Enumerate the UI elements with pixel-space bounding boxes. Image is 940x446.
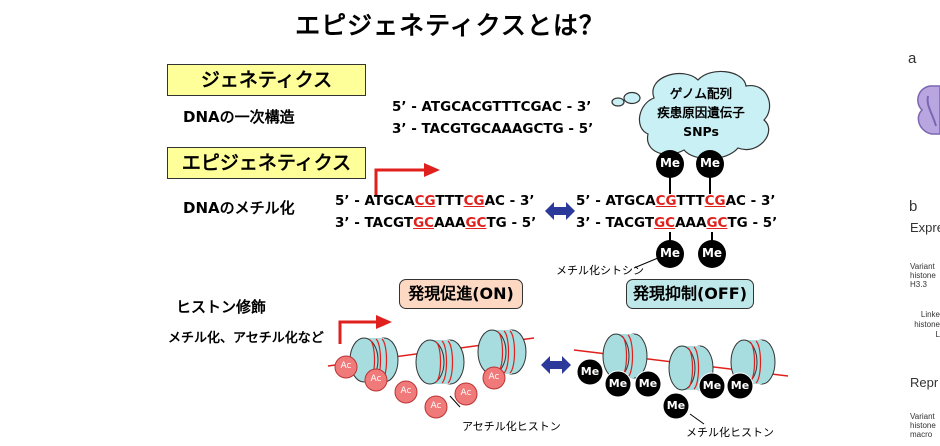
me-label: Me bbox=[702, 379, 722, 392]
methylated-seq-top: 5’ - ATGCACGTTTCGAC - 3’ bbox=[576, 193, 775, 209]
genetics-box: ジェネティクス bbox=[167, 64, 366, 96]
seq-part: AAA bbox=[434, 215, 466, 231]
acetylated-chromatin bbox=[327, 315, 535, 419]
seq-part: 5’ - ATGCA bbox=[576, 193, 656, 209]
seq-part: TG - 5’ bbox=[727, 215, 778, 231]
cpg-site: GC bbox=[413, 215, 435, 231]
double-arrow-icon bbox=[541, 356, 571, 374]
dna-methylation-label: DNAのメチル化 bbox=[183, 199, 295, 217]
histone-modification-label: ヒストン修飾 bbox=[176, 298, 267, 316]
variant-histone-label: Variant histone H3.3 bbox=[910, 262, 936, 289]
dna-methyl-groups bbox=[656, 150, 726, 268]
acetylated-histone-label: アセチル化ヒストン bbox=[462, 420, 561, 433]
double-arrow-icon bbox=[545, 202, 575, 220]
methylated-histone-label: メチル化ヒストン bbox=[686, 426, 774, 439]
cpg-site: CG bbox=[655, 193, 677, 209]
genome-cloud bbox=[611, 70, 771, 160]
unmethylated-seq-bottom: 3’ - TACGTGCAAAGCTG - 5’ bbox=[335, 215, 536, 231]
variant-histone-macro-label: Variant histone macro bbox=[910, 412, 936, 439]
cpg-site: GC bbox=[654, 215, 676, 231]
unmethylated-seq-top: 5’ - ATGCACGTTTCGAC - 3’ bbox=[335, 193, 534, 209]
panel-text: H3.3 bbox=[910, 280, 927, 289]
transcription-arrow-on bbox=[374, 163, 440, 196]
panel-text: L bbox=[935, 330, 940, 339]
seq-part: AC - 3’ bbox=[484, 193, 535, 209]
seq-part: 3’ - TACGT bbox=[576, 215, 655, 231]
methylcytosine-label: メチル化シトシン bbox=[556, 264, 644, 277]
panel-text: histone bbox=[910, 421, 936, 430]
panel-a-label: a bbox=[908, 50, 917, 67]
panel-text: histone bbox=[914, 320, 940, 329]
genetics-seq-top: 5’ - ATGCACGTTTCGAC - 3’ bbox=[392, 99, 592, 115]
genetics-seq-bottom: 3’ - TACGTGCAAAGCTG - 5’ bbox=[392, 121, 594, 137]
linker-histone-label: Linke histone L bbox=[914, 310, 940, 340]
ac-label: Ac bbox=[400, 386, 412, 396]
page-title: エピジェネティクスとは？ bbox=[295, 11, 605, 40]
seq-part: AAA bbox=[675, 215, 707, 231]
cpg-site: CG bbox=[463, 193, 485, 209]
seq-part: AC - 3’ bbox=[725, 193, 776, 209]
methylated-seq-bottom: 3’ - TACGTGCAAAGCTG - 5’ bbox=[576, 215, 777, 231]
expression-off-box: 発現抑制(OFF) bbox=[626, 279, 754, 309]
ac-label: Ac bbox=[370, 374, 382, 384]
ac-label: Ac bbox=[460, 388, 472, 398]
panel-text: Linke bbox=[920, 310, 940, 319]
me-label: Me bbox=[608, 377, 628, 390]
methylated-chromatin bbox=[573, 333, 789, 425]
seq-part: TTT bbox=[435, 193, 464, 209]
panel-b-label: b bbox=[909, 198, 918, 215]
pointer-line bbox=[633, 257, 659, 269]
repression-heading: Repr bbox=[910, 375, 939, 390]
seq-part: TG - 5’ bbox=[486, 215, 537, 231]
me-label: Me bbox=[699, 156, 721, 170]
me-label: Me bbox=[659, 246, 681, 260]
cloud-line-disease-gene: 疾患原因遺伝子 bbox=[657, 105, 745, 120]
ac-label: Ac bbox=[488, 372, 500, 382]
me-label: Me bbox=[730, 379, 750, 392]
panel-text: Variant bbox=[910, 262, 935, 271]
cloud-line-genome: ゲノム配列 bbox=[669, 86, 733, 101]
epigenetics-box: エピジェネティクス bbox=[167, 147, 366, 179]
seq-part: 3’ - TACGT bbox=[335, 215, 414, 231]
cloud-text: ゲノム配列 疾患原因遺伝子 SNPs bbox=[648, 84, 754, 141]
panel-text: macro bbox=[910, 430, 933, 439]
me-label: Me bbox=[701, 246, 723, 260]
seq-part: TTT bbox=[676, 193, 705, 209]
me-label: Me bbox=[659, 156, 681, 170]
panel-text: histone bbox=[910, 271, 936, 280]
me-label: Me bbox=[638, 377, 658, 390]
expression-on-box: 発現促進(ON) bbox=[399, 279, 523, 309]
cpg-site: CG bbox=[704, 193, 726, 209]
histone-modification-sublabel: メチル化、アセチル化など bbox=[168, 331, 324, 346]
panel-text: Variant bbox=[910, 412, 935, 421]
cloud-line-snps: SNPs bbox=[683, 124, 719, 139]
expression-heading: Expre bbox=[910, 220, 940, 235]
cpg-site: GC bbox=[465, 215, 487, 231]
me-label: Me bbox=[580, 365, 600, 378]
ac-label: Ac bbox=[340, 361, 352, 371]
histone-illustration bbox=[917, 85, 940, 135]
ac-label: Ac bbox=[430, 401, 442, 411]
dna-primary-structure-label: DNAの一次構造 bbox=[183, 108, 295, 126]
seq-part: 5’ - ATGCA bbox=[335, 193, 415, 209]
cpg-site: CG bbox=[414, 193, 436, 209]
me-label: Me bbox=[666, 399, 686, 412]
cpg-site: GC bbox=[706, 215, 728, 231]
